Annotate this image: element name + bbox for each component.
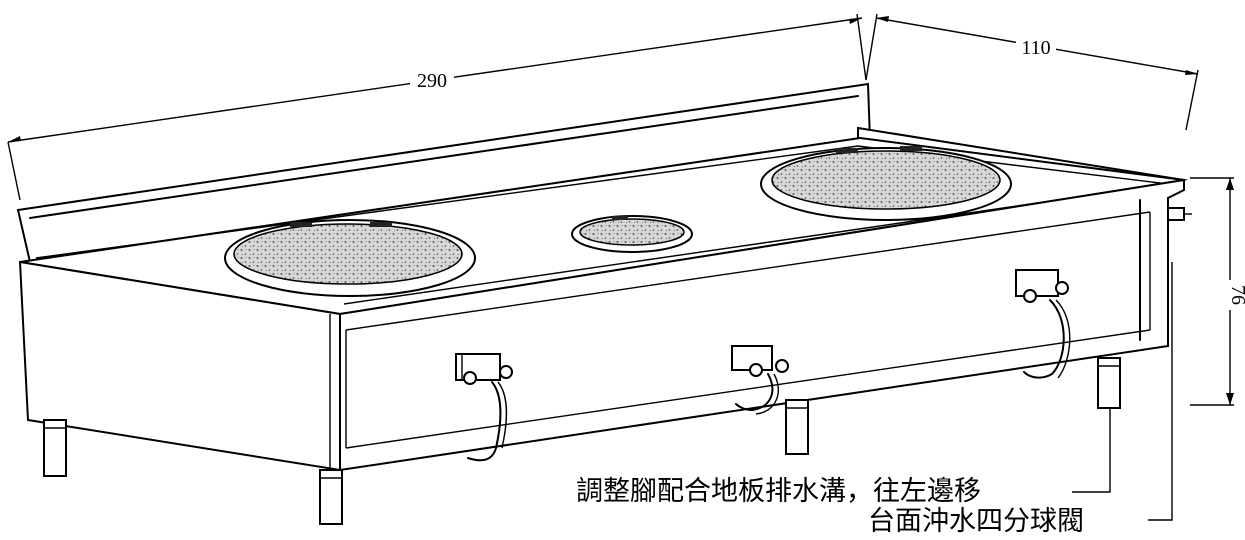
dimension-height: 76 xyxy=(1190,177,1245,406)
foot-adjust-note: 調整腳配合地板排水溝，往左邊移 xyxy=(576,476,981,507)
burner-right xyxy=(760,146,1012,221)
valve-left xyxy=(455,353,513,462)
legs xyxy=(43,357,1121,525)
burner-center xyxy=(571,215,693,253)
valve-right xyxy=(1015,269,1071,379)
rinse-valve-note: 台面沖水四分球閥 xyxy=(868,506,1084,537)
burner-left xyxy=(224,219,476,297)
height-label: 76 xyxy=(1227,285,1245,305)
rinse-valve xyxy=(1167,207,1192,221)
cabinet-body xyxy=(18,178,1185,472)
dimension-depth: 110 xyxy=(865,13,1199,131)
length-label: 290 xyxy=(417,70,447,92)
dimension-length: 290 xyxy=(7,13,867,201)
valve-center xyxy=(731,345,789,415)
leader-lines xyxy=(1072,262,1173,521)
depth-label: 110 xyxy=(1021,37,1050,59)
